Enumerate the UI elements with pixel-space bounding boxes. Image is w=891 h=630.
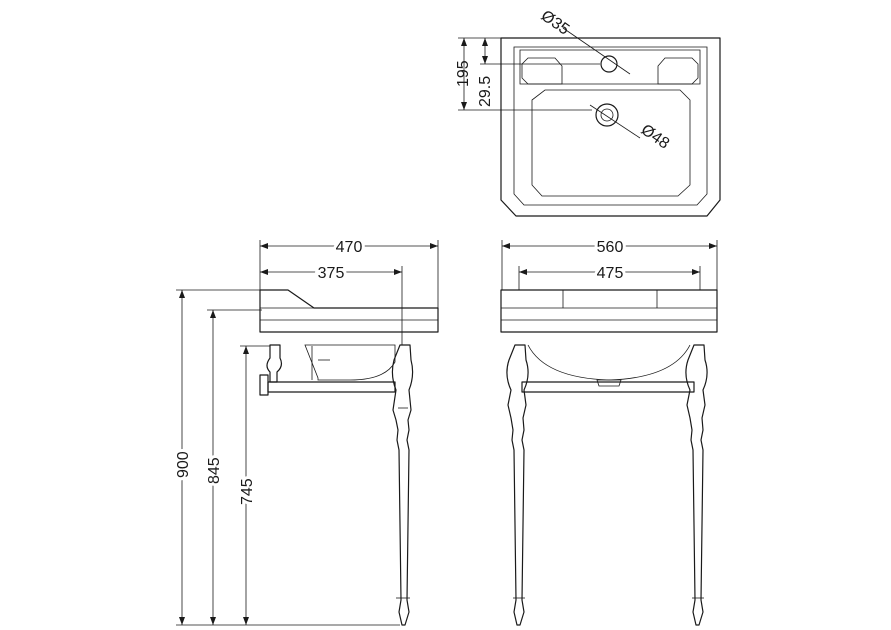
front-view — [500, 289, 718, 626]
label-height-rail: 745 — [239, 478, 256, 505]
label-side-width-inner: 375 — [318, 265, 345, 282]
label-hole-waste: Ø48 — [638, 121, 673, 152]
towel-rail-side — [267, 381, 396, 393]
wall-bracket-side — [266, 344, 283, 383]
basin-body-front — [500, 289, 718, 333]
basin-body-side — [259, 289, 439, 333]
basin-bowl-side — [304, 344, 396, 381]
right-ledge-plan — [657, 57, 699, 85]
waste-hole-inner — [600, 108, 614, 122]
bowl-outline-plan — [531, 89, 691, 197]
side-view — [259, 289, 439, 626]
label-hole-tap: Ø35 — [538, 7, 573, 38]
front-view-dimensions — [501, 240, 718, 290]
waste-hole-outer — [595, 103, 619, 127]
wall-flange — [259, 374, 269, 396]
left-leg-front — [506, 344, 529, 626]
label-front-width-inner: 475 — [597, 265, 624, 282]
towel-rail-front — [521, 381, 695, 393]
label-height-overall: 900 — [175, 451, 192, 478]
plan-view — [458, 27, 721, 217]
label-side-width-overall: 470 — [336, 239, 363, 256]
basin-inner-rim-plan — [513, 46, 708, 206]
basin-bowl-front — [527, 344, 691, 381]
label-front-width-overall: 560 — [597, 239, 624, 256]
right-leg-front — [685, 344, 708, 626]
left-ledge-plan — [521, 57, 563, 85]
basin-outline-plan — [500, 37, 721, 217]
label-height-rim: 845 — [206, 457, 223, 484]
label-top-depth: 195 — [455, 60, 472, 87]
leg-side — [391, 344, 414, 626]
label-tap-offset: 29.5 — [477, 76, 494, 107]
tap-deck-plan — [519, 49, 701, 85]
tap-hole — [600, 55, 618, 73]
side-view-dimensions — [176, 240, 439, 626]
